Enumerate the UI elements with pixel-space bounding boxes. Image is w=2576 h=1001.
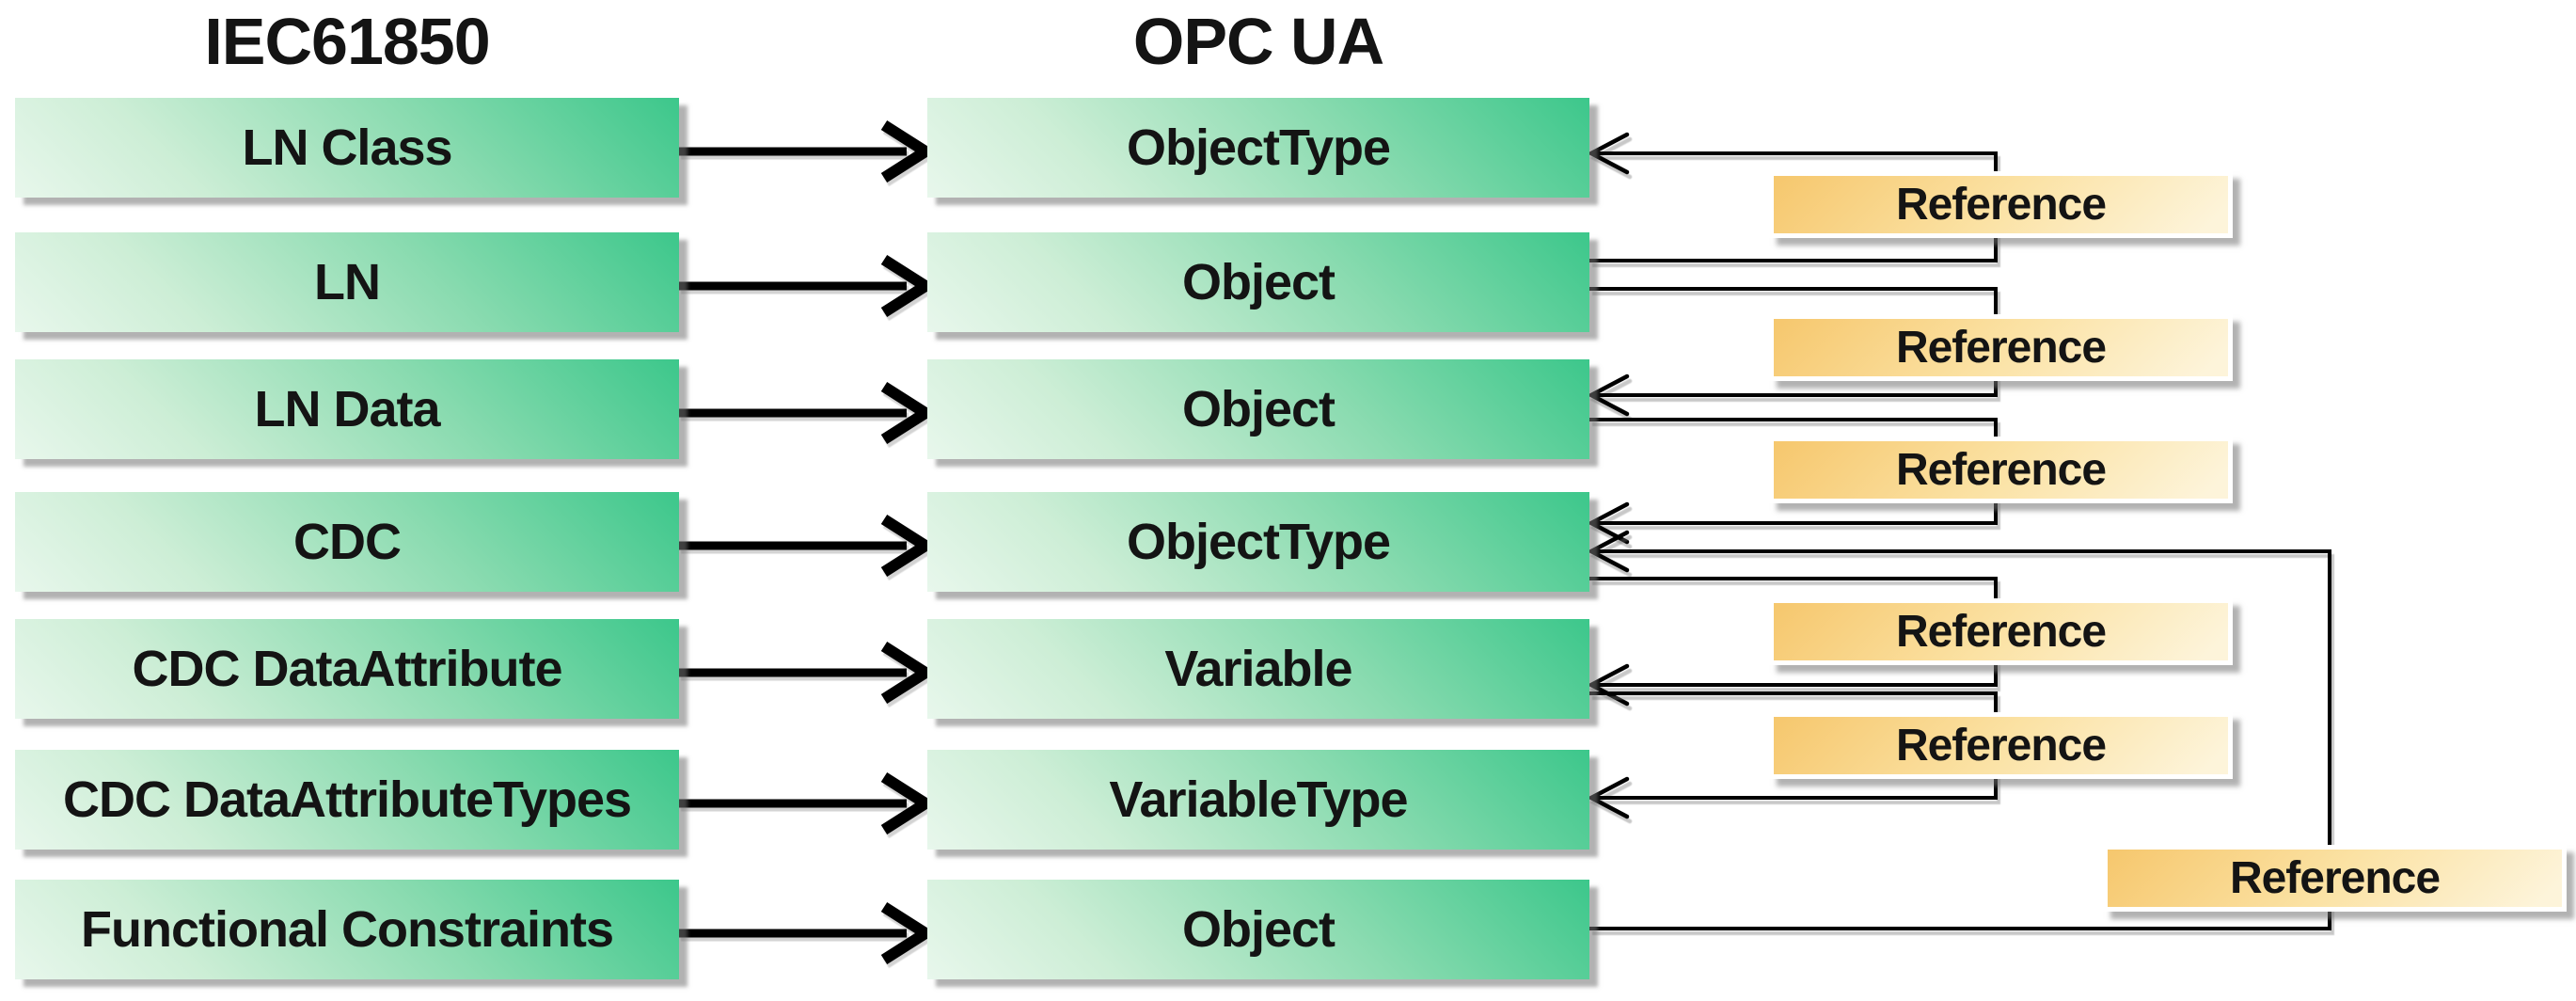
mapping-arrow-row4 xyxy=(679,514,937,578)
iec-box-label: CDC DataAttributeTypes xyxy=(62,771,632,828)
mapping-arrow-row1 xyxy=(679,119,937,183)
reference-box-label: Reference xyxy=(1895,721,2107,771)
mapping-arrow-row5 xyxy=(679,641,937,705)
reference-box-3: Reference xyxy=(1769,437,2233,503)
mapping-arrow-row7 xyxy=(679,901,937,965)
opcua-box-object-row7: Object xyxy=(927,880,1589,979)
mapping-arrow-row2 xyxy=(679,254,937,318)
opcua-box-label: Object xyxy=(1181,254,1335,310)
reference-connector-6 xyxy=(1587,530,2331,930)
reference-box-label: Reference xyxy=(1895,445,2107,495)
reference-box-label: Reference xyxy=(1895,180,2107,230)
iec-box-label: LN Class xyxy=(242,119,452,176)
opcua-box-label: Object xyxy=(1181,901,1335,958)
reference-box-label: Reference xyxy=(1895,607,2107,657)
iec61850-column-title: IEC61850 xyxy=(204,5,490,78)
iec-box-label: LN xyxy=(314,254,381,310)
reference-box-1: Reference xyxy=(1769,171,2233,238)
reference-box-label: Reference xyxy=(2229,853,2441,903)
iec-box-label: LN Data xyxy=(254,381,440,437)
iec-box-label: Functional Constraints xyxy=(80,901,614,958)
reference-box-6: Reference xyxy=(2103,845,2567,912)
iec-box-ln-row2: LN xyxy=(15,232,679,332)
reference-box-label: Reference xyxy=(1895,323,2107,373)
opcua-box-object-row2: Object xyxy=(927,232,1589,332)
opcua-box-variable-row5: Variable xyxy=(927,619,1589,719)
mapping-arrow-row3 xyxy=(679,381,937,445)
mapping-arrow-row6 xyxy=(679,771,937,835)
opcua-box-label: Variable xyxy=(1164,641,1352,697)
reference-box-5: Reference xyxy=(1769,712,2233,779)
opcua-box-label: Object xyxy=(1181,381,1335,437)
reference-box-2: Reference xyxy=(1769,314,2233,381)
opcua-box-label: ObjectType xyxy=(1126,119,1391,176)
iec-box-cdc-row4: CDC xyxy=(15,492,679,592)
opcua-box-objecttype-row1: ObjectType xyxy=(927,98,1589,198)
iec-box-ln-data-row3: LN Data xyxy=(15,359,679,459)
opcua-box-variabletype-row6: VariableType xyxy=(927,750,1589,850)
opcua-box-label: ObjectType xyxy=(1126,514,1391,570)
reference-box-4: Reference xyxy=(1769,598,2233,665)
opcua-box-object-row3: Object xyxy=(927,359,1589,459)
opcua-box-label: VariableType xyxy=(1109,771,1408,828)
opcua-column-title: OPC UA xyxy=(1132,5,1384,78)
iec-box-label: CDC DataAttribute xyxy=(132,641,562,697)
iec-box-cdc-dataattributetypes-row6: CDC DataAttributeTypes xyxy=(15,750,679,850)
opcua-box-objecttype-row4: ObjectType xyxy=(927,492,1589,592)
iec-box-cdc-dataattribute-row5: CDC DataAttribute xyxy=(15,619,679,719)
iec-box-label: CDC xyxy=(293,514,402,570)
iec-box-ln-class-row1: LN Class xyxy=(15,98,679,198)
iec-box-functional-constraints-row7: Functional Constraints xyxy=(15,880,679,979)
